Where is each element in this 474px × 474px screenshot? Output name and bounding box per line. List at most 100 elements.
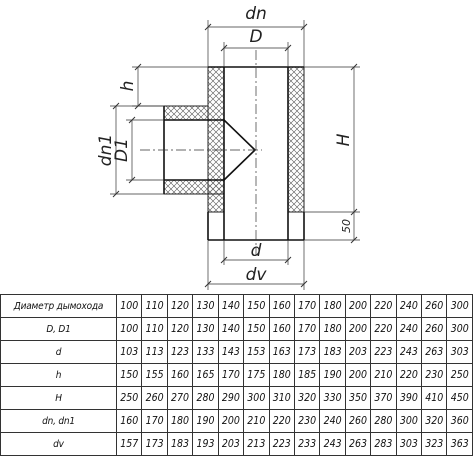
table-cell: 390 <box>395 386 423 410</box>
table-cell: 170 <box>293 294 321 318</box>
table-cell: 110 <box>141 294 168 318</box>
table-cell: 200 <box>344 317 372 341</box>
table-cell: 300 <box>395 409 423 433</box>
table-cell: 303 <box>446 340 473 364</box>
table-cell: 183 <box>319 340 346 364</box>
dim-label-d: d <box>251 241 262 261</box>
table-cell: 263 <box>344 432 372 456</box>
row-label: dv <box>0 432 117 456</box>
table-cell: 243 <box>395 340 423 364</box>
table-cell: 130 <box>192 317 219 341</box>
table-cell: 103 <box>115 340 143 364</box>
table-cell: 130 <box>192 294 219 318</box>
table-cell: 350 <box>344 386 372 410</box>
dim-label-H: H <box>334 133 354 146</box>
table-cell: 173 <box>141 432 168 456</box>
table-cell: 163 <box>268 340 295 364</box>
table-cell: 143 <box>217 340 245 364</box>
dim-label-dn: dn <box>245 4 267 24</box>
table-cell: 250 <box>446 363 473 387</box>
table-cell: 280 <box>192 386 219 410</box>
table-cell: 260 <box>344 409 372 433</box>
table-cell: 203 <box>344 340 372 364</box>
table-cell: 210 <box>370 363 397 387</box>
table-cell: 230 <box>293 409 321 433</box>
dim-label-h: h <box>118 81 138 92</box>
table-cell: 170 <box>141 409 168 433</box>
table-cell: 270 <box>166 386 194 410</box>
table-cell: 260 <box>421 294 448 318</box>
table-cell: 200 <box>344 294 372 318</box>
table-cell: 150 <box>243 294 270 318</box>
table-cell: 220 <box>370 317 397 341</box>
table-cell: 300 <box>243 386 270 410</box>
table-cell: 160 <box>268 294 295 318</box>
table-cell: 240 <box>319 409 346 433</box>
table-cell: 310 <box>268 386 295 410</box>
table-cell: 283 <box>370 432 397 456</box>
table-cell: 160 <box>166 363 194 387</box>
table-cell: 165 <box>192 363 219 387</box>
table-cell: 170 <box>217 363 245 387</box>
table-cell: 123 <box>166 340 194 364</box>
table-cell: 140 <box>217 317 245 341</box>
table-cell: 157 <box>115 432 143 456</box>
table-cell: 180 <box>319 294 346 318</box>
table-cell: 100 <box>115 317 143 341</box>
insulation <box>163 66 305 213</box>
row-label: h <box>0 363 117 387</box>
table-cell: 323 <box>421 432 448 456</box>
table-cell: 185 <box>293 363 321 387</box>
dim-label-50: 50 <box>340 219 353 233</box>
row-label: dn, dn1 <box>0 409 117 433</box>
table-cell: 290 <box>217 386 245 410</box>
table-cell: 230 <box>421 363 448 387</box>
table-cell: 370 <box>370 386 397 410</box>
table-cell: 140 <box>217 294 245 318</box>
table-cell: 220 <box>395 363 423 387</box>
table-cell: 190 <box>319 363 346 387</box>
table-cell: 200 <box>217 409 245 433</box>
table-cell: 300 <box>446 294 473 318</box>
table-cell: 160 <box>268 317 295 341</box>
table-cell: 243 <box>319 432 346 456</box>
table-cell: 133 <box>192 340 219 364</box>
table-cell: 183 <box>166 432 194 456</box>
table-cell: 170 <box>293 317 321 341</box>
dimension-ticks <box>112 23 358 288</box>
table-cell: 223 <box>370 340 397 364</box>
table-cell: 193 <box>192 432 219 456</box>
dim-label-dv: dv <box>246 265 268 285</box>
table-cell: 260 <box>421 317 448 341</box>
table-cell: 303 <box>395 432 423 456</box>
table-cell: 120 <box>166 294 194 318</box>
table-cell: 180 <box>319 317 346 341</box>
table-cell: 220 <box>268 409 295 433</box>
row-label: Диаметр дымохода <box>0 294 117 318</box>
table-cell: 200 <box>344 363 372 387</box>
table-cell: 110 <box>141 317 168 341</box>
table-cell: 210 <box>243 409 270 433</box>
table-cell: 100 <box>115 294 143 318</box>
table-cell: 263 <box>421 340 448 364</box>
table-cell: 180 <box>166 409 194 433</box>
table-cell: 450 <box>446 386 473 410</box>
table-cell: 363 <box>446 432 473 456</box>
row-label: H <box>0 386 117 410</box>
dim-label-D1: D1 <box>112 138 132 162</box>
table-cell: 213 <box>243 432 270 456</box>
table-cell: 175 <box>243 363 270 387</box>
table-cell: 160 <box>115 409 143 433</box>
table-cell: 223 <box>268 432 295 456</box>
table-cell: 240 <box>395 317 423 341</box>
tee-drawing: dn D h dn1 D1 H 50 d dv <box>96 4 360 290</box>
dim-label-dn1: dn1 <box>96 134 116 166</box>
table-cell: 150 <box>115 363 143 387</box>
table-cell: 180 <box>268 363 295 387</box>
